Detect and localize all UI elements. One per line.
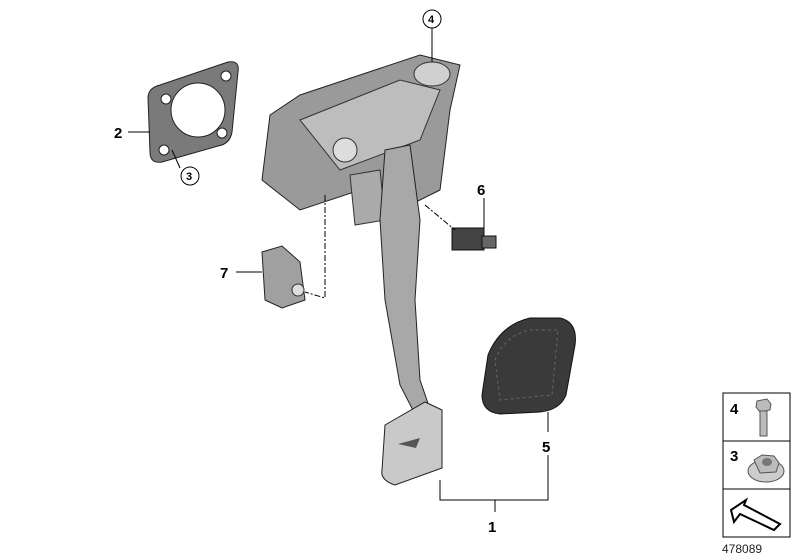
pedal-pad-part[interactable] (481, 317, 576, 415)
callout-5[interactable]: 5 (542, 439, 550, 456)
callout-4[interactable]: 4 (428, 14, 435, 26)
diagram-number: 478089 (722, 542, 762, 556)
flange-nut-icon (747, 454, 785, 483)
leader-lines (128, 28, 549, 512)
pedal-bracket-part[interactable] (261, 54, 461, 226)
legend-label-bolt: 4 (730, 401, 739, 418)
callout-1[interactable]: 1 (488, 519, 496, 536)
callout-4-circle (422, 9, 442, 29)
callout-7[interactable]: 7 (220, 265, 228, 282)
switch-part[interactable] (424, 204, 497, 251)
callout-3[interactable]: 3 (186, 171, 192, 183)
bracket-part[interactable] (261, 195, 326, 309)
arrow-icon (729, 497, 782, 532)
bolt-icon (755, 398, 772, 437)
callout-2[interactable]: 2 (114, 125, 122, 142)
pedal-arm-part[interactable] (379, 144, 443, 486)
callout-3-circle (180, 166, 200, 186)
hardware-legend: 4 3 (722, 392, 791, 538)
gasket-part[interactable] (147, 61, 239, 163)
legend-label-nut: 3 (730, 448, 738, 465)
callout-6[interactable]: 6 (477, 182, 485, 199)
